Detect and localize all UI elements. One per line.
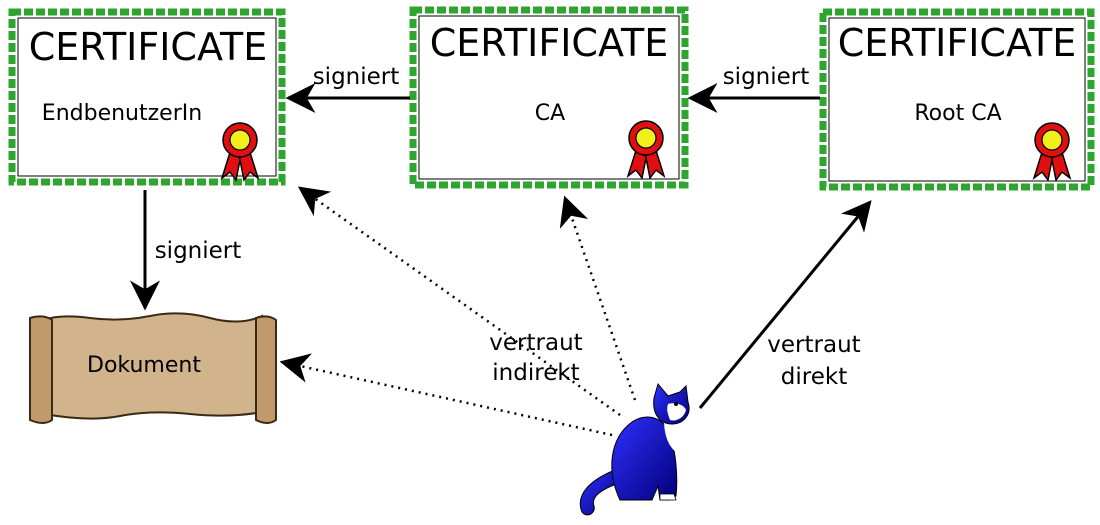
- edge-root-signs-ca: signiert: [687, 64, 820, 113]
- trust-direct-label-line1: vertraut: [767, 332, 860, 358]
- trust-direct-arrow: vertraut direkt: [698, 200, 872, 409]
- edge-label: signiert: [313, 64, 400, 90]
- certificate-name: EndbenutzerIn: [42, 101, 202, 126]
- trust-indirect-label-line2: indirekt: [492, 360, 579, 386]
- certificate-title: CERTIFICATE: [430, 21, 668, 65]
- document-scroll: Dokument: [29, 312, 277, 424]
- certificate-inner-border: [17, 17, 277, 177]
- edge-user-signs-document: signiert: [130, 190, 242, 311]
- document-label: Dokument: [87, 353, 201, 378]
- edge-ca-signs-user: signiert: [285, 64, 410, 113]
- certificate-title: CERTIFICATE: [838, 21, 1076, 65]
- certificate-enduser: CERTIFICATE EndbenutzerIn: [8, 8, 286, 186]
- certificate-inner-border: [828, 17, 1086, 182]
- certificate-inner-border: [418, 15, 680, 180]
- certificate-name: Root CA: [914, 101, 1001, 126]
- seal-icon: [626, 120, 666, 180]
- certificate-root-ca: CERTIFICATE Root CA: [819, 8, 1095, 191]
- trust-indirect-label-line1: vertraut: [489, 330, 582, 356]
- trust-direct-label-line2: direkt: [781, 364, 847, 390]
- certificate-frame: [8, 8, 286, 186]
- certificate-name: CA: [535, 101, 565, 126]
- edge-label: signiert: [723, 64, 810, 90]
- edge-label: signiert: [155, 238, 242, 264]
- certificate-ca: CERTIFICATE CA: [409, 6, 689, 189]
- seal-icon: [220, 122, 260, 182]
- trust-arrow-to-enduser: [297, 186, 621, 417]
- certificate-title: CERTIFICATE: [29, 25, 267, 69]
- trust-arrow-to-document: [279, 353, 613, 437]
- cat-icon: [579, 382, 690, 516]
- trust-indirect-arrows: vertraut indirekt: [279, 186, 637, 437]
- trust-arrow-to-ca: [559, 195, 637, 401]
- seal-icon: [1032, 122, 1072, 182]
